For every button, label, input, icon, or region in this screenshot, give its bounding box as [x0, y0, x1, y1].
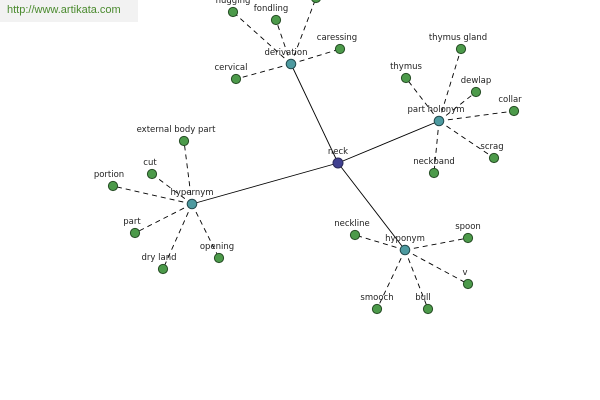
leaf-label-cut[interactable]: cut	[143, 158, 157, 168]
edge-center-to-hypernym	[191, 162, 339, 205]
leaf-label-spoon[interactable]: spoon	[455, 222, 481, 232]
leaf-label-cervical[interactable]: cervical	[214, 63, 247, 73]
leaf-node-v[interactable]	[462, 278, 474, 290]
leaf-node-bull[interactable]	[422, 303, 434, 315]
source-url-link[interactable]: http://www.artikata.com	[7, 4, 121, 16]
leaf-label-neckline[interactable]: neckline	[334, 219, 370, 229]
edge-derivation-to-leaf-4	[290, 0, 316, 65]
edge-hypernym-to-opening	[191, 203, 220, 259]
edge-derivation-to-cervical	[235, 63, 292, 80]
edge-center-to-hyponym	[337, 162, 406, 251]
edge-derivation-to-fondling	[275, 19, 292, 65]
leaf-label-thymus-gland[interactable]: thymus gland	[429, 33, 487, 43]
hub-label-part-holonym[interactable]: part holonym	[408, 105, 465, 115]
edge-center-to-derivation	[290, 63, 339, 164]
leaf-node-dry-land[interactable]	[157, 263, 169, 275]
leaf-label-scrag[interactable]: scrag	[480, 142, 503, 152]
edges-layer	[112, 0, 515, 310]
leaf-node-cut[interactable]	[146, 168, 158, 180]
leaf-node-spoon[interactable]	[462, 232, 474, 244]
center-label[interactable]: neck	[328, 147, 348, 157]
leaf-node-thymus[interactable]	[400, 72, 412, 84]
leaf-node-leaf-4[interactable]	[311, 0, 321, 4]
leaf-node-smooch[interactable]	[371, 303, 383, 315]
nodes-layer	[107, 0, 520, 315]
leaf-label-thymus[interactable]: thymus	[390, 62, 422, 72]
edge-hypernym-to-external-body-part	[183, 140, 193, 205]
leaf-node-external-body-part[interactable]	[178, 135, 190, 147]
edge-center-to-part-holonym	[337, 120, 440, 164]
edge-part-holonym-to-thymus-gland	[438, 48, 462, 122]
leaf-label-external-body-part[interactable]: external body part	[137, 125, 216, 135]
edge-hypernym-to-portion	[112, 185, 193, 205]
leaf-label-opening[interactable]: opening	[200, 242, 234, 252]
leaf-node-neckline[interactable]	[349, 229, 361, 241]
leaf-label-bull[interactable]: bull	[415, 293, 431, 303]
hub-node-derivation[interactable]	[285, 58, 297, 70]
leaf-label-dewlap[interactable]: dewlap	[461, 76, 492, 86]
leaf-node-cervical[interactable]	[230, 73, 242, 85]
leaf-node-thymus-gland[interactable]	[455, 43, 467, 55]
leaf-node-portion[interactable]	[107, 180, 119, 192]
center-node-neck[interactable]	[332, 157, 344, 169]
hub-label-hyponym[interactable]: hyponym	[385, 234, 425, 244]
edge-hyponym-to-bull	[404, 249, 429, 310]
leaf-node-collar[interactable]	[508, 105, 520, 117]
leaf-node-part[interactable]	[129, 227, 141, 239]
leaf-label-smooch[interactable]: smooch	[360, 293, 393, 303]
leaf-node-scrag[interactable]	[488, 152, 500, 164]
edge-hyponym-to-spoon	[404, 237, 469, 251]
leaf-label-part[interactable]: part	[123, 217, 141, 227]
edge-derivation-to-nugging	[232, 11, 292, 65]
edge-hyponym-to-v	[404, 249, 469, 285]
leaf-node-caressing[interactable]	[334, 43, 346, 55]
leaf-label-caressing[interactable]: caressing	[317, 33, 357, 43]
leaf-label-portion[interactable]: portion	[94, 170, 124, 180]
leaf-node-neckband[interactable]	[428, 167, 440, 179]
leaf-node-dewlap[interactable]	[470, 86, 482, 98]
hub-node-part-holonym[interactable]	[433, 115, 445, 127]
edge-part-holonym-to-thymus	[405, 77, 440, 122]
edge-hypernym-to-part	[134, 203, 193, 234]
leaf-label-v[interactable]: v	[462, 268, 467, 278]
source-url-banner[interactable]: http://www.artikata.com	[0, 0, 138, 22]
leaf-label-collar[interactable]: collar	[498, 95, 522, 105]
leaf-node-opening[interactable]	[213, 252, 225, 264]
leaf-label-fondling[interactable]: fondling	[254, 4, 288, 14]
edge-part-holonym-to-scrag	[438, 120, 495, 159]
leaf-label-dry-land[interactable]: dry land	[142, 253, 177, 263]
hub-node-hyponym[interactable]	[399, 244, 411, 256]
leaf-label-neckband[interactable]: neckband	[413, 157, 455, 167]
edge-hypernym-to-dry-land	[162, 203, 193, 270]
leaf-node-fondling[interactable]	[270, 14, 282, 26]
hub-node-hypernym[interactable]	[186, 198, 198, 210]
leaf-node-nugging[interactable]	[227, 6, 239, 18]
edge-part-holonym-to-dewlap	[438, 91, 477, 122]
edge-hyponym-to-smooch	[376, 249, 406, 310]
leaf-label-nugging[interactable]: nugging	[216, 0, 251, 6]
hub-label-derivation[interactable]: derivation	[264, 48, 307, 58]
edge-part-holonym-to-collar	[438, 110, 515, 122]
hub-label-hypernym[interactable]: hypernym	[170, 188, 213, 198]
